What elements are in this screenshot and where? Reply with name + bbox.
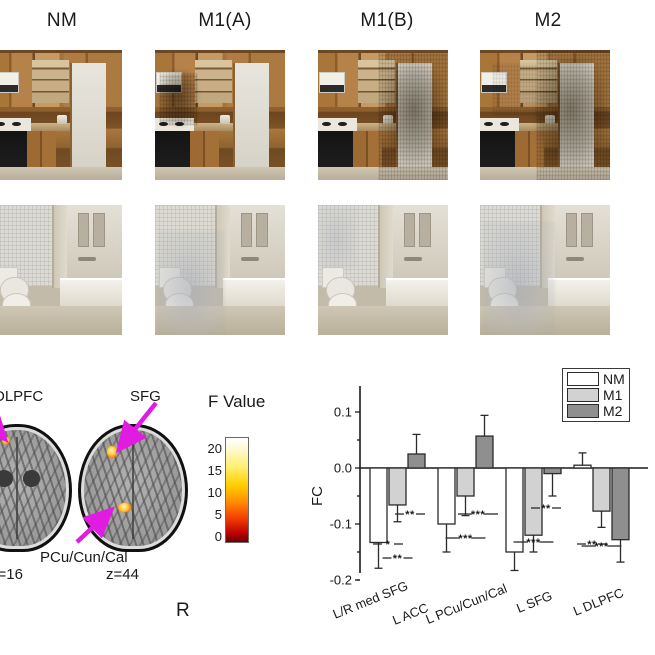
arrow-dlpfc <box>0 409 9 444</box>
y-tick-label: -0.1 <box>330 517 352 532</box>
stimulus-bathroom-m1b <box>318 205 448 335</box>
significance-markers-group: ********************* <box>373 503 622 565</box>
colorbar-tick-20: 20 <box>207 441 222 456</box>
y-tick-label: 0.1 <box>334 405 352 420</box>
stimulus-bathroom-m2 <box>480 205 610 335</box>
bathroom-scene <box>155 205 285 335</box>
y-tick-label: -0.2 <box>330 573 352 588</box>
kitchen-scene <box>480 50 610 180</box>
bar-nm <box>437 467 456 525</box>
bar-nm <box>573 464 592 469</box>
legend-swatch-m1 <box>567 388 599 402</box>
slice-coordinate-z44: z=44 <box>106 566 139 583</box>
bar-m2 <box>475 435 494 469</box>
legend-item-m1: M1 <box>567 388 625 402</box>
bar-nm <box>505 467 524 553</box>
y-axis-ticks: 0.1 0.0 -0.1 -0.2 <box>330 405 360 588</box>
stimulus-kitchen-nm <box>0 50 122 180</box>
colorbar-title: F Value <box>208 392 266 411</box>
x-category-label: L SFG <box>514 588 554 616</box>
bathroom-scene <box>318 205 448 335</box>
column-header-m2: M2 <box>534 10 562 31</box>
legend-label-nm: NM <box>603 371 625 387</box>
bar-m2 <box>611 467 630 541</box>
bar-series-group <box>369 414 630 572</box>
legend-label-m2: M2 <box>603 403 623 419</box>
stimulus-kitchen-m1a <box>155 50 285 180</box>
colorbar-tick-15: 15 <box>207 463 222 478</box>
fc-bar-chart: 0.10.0-0.1-0.2 FC ********************* … <box>309 386 648 628</box>
bathroom-scene <box>480 205 610 335</box>
significance-marker: ** <box>587 539 597 551</box>
orientation-label-right: R <box>176 600 190 621</box>
significance-marker: *** <box>594 541 609 553</box>
colorbar-tick-10: 10 <box>207 485 222 500</box>
legend-item-nm: NM <box>567 372 625 386</box>
slice-coordinate-z16: z=16 <box>0 566 23 583</box>
legend-label-m1: M1 <box>603 387 623 403</box>
legend-swatch-m2 <box>567 404 599 418</box>
x-category-label: L PCu/Cun/Cal <box>424 581 510 627</box>
bar-m2 <box>543 467 562 475</box>
arrow-pcu <box>75 506 115 544</box>
significance-marker: *** <box>458 533 473 545</box>
significance-marker: * <box>386 539 391 551</box>
activation-blob-pcu <box>117 503 131 513</box>
significance-marker: *** <box>526 537 541 549</box>
colorbar-tick-5: 5 <box>214 507 222 522</box>
stimulus-kitchen-m2 <box>480 50 610 180</box>
chart-legend: NM M1 M2 <box>562 368 630 422</box>
kitchen-scene <box>0 50 122 180</box>
bar-nm <box>369 467 388 544</box>
bar-m1 <box>388 467 407 506</box>
x-category-label: L DLPFC <box>571 585 626 619</box>
brain-slice-z16 <box>0 424 72 552</box>
brain-label-pcu-cun-cal: PCu/Cun/Cal <box>40 549 128 566</box>
brain-arrows <box>0 401 158 544</box>
legend-swatch-nm <box>567 372 599 386</box>
f-value-colorbar <box>225 437 249 543</box>
stimulus-bathroom-m1a <box>155 205 285 335</box>
bar-m2 <box>407 453 426 469</box>
brain-label-sfg: SFG <box>130 388 161 405</box>
bathroom-scene <box>0 205 122 335</box>
kitchen-scene <box>155 50 285 180</box>
stimulus-kitchen-m1b <box>318 50 448 180</box>
brain-label-dlpfc: DLPFC <box>0 388 44 405</box>
stimulus-bathroom-nm <box>0 205 122 335</box>
colorbar-tick-0: 0 <box>214 529 222 544</box>
y-tick-label: 0.0 <box>334 461 352 476</box>
significance-marker: *** <box>471 509 486 521</box>
y-axis-label: FC <box>309 486 326 506</box>
significance-marker: ** <box>541 503 551 515</box>
activation-blob-sfg <box>106 445 117 458</box>
significance-marker: ** <box>393 553 403 565</box>
bar-m1 <box>592 467 611 512</box>
significance-marker: ** <box>405 509 415 521</box>
column-header-m1b: M1(B) <box>360 10 414 31</box>
bar-m1 <box>456 467 475 497</box>
column-header-m1a: M1(A) <box>198 10 252 31</box>
legend-item-m2: M2 <box>567 404 625 418</box>
bar-m1 <box>524 467 543 536</box>
column-header-nm: NM <box>46 10 78 31</box>
kitchen-scene <box>318 50 448 180</box>
arrow-sfg <box>115 401 158 454</box>
